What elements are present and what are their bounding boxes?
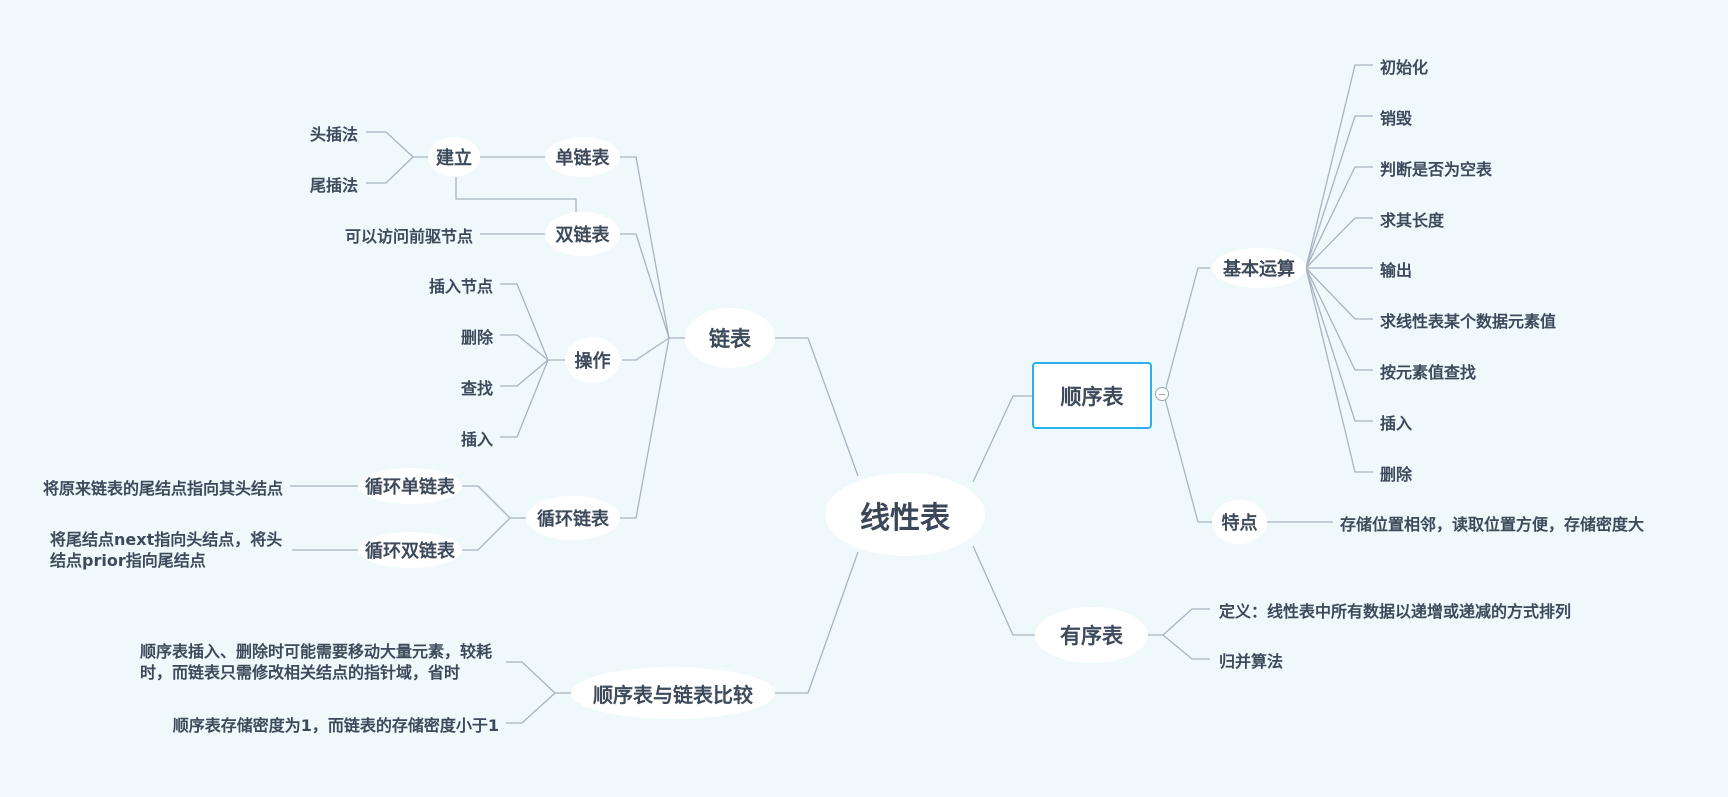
leaf-basic-op[interactable]: 销毁 — [1380, 109, 1413, 128]
subtopic-ops[interactable]: 操作 — [565, 337, 620, 383]
leaf-merge[interactable]: 归并算法 — [1219, 652, 1284, 671]
leaf-basic-op[interactable]: 输出 — [1380, 261, 1413, 280]
leaf-compare-2[interactable]: 顺序表存储密度为1，而链表的存储密度小于1 — [172, 716, 499, 735]
subtopic-build[interactable]: 建立 — [428, 137, 480, 177]
subtopic-circular-single[interactable]: 循环单链表 — [358, 468, 462, 504]
topic-compare[interactable]: 顺序表与链表比较 — [571, 667, 775, 719]
subtopic-features[interactable]: 特点 — [1212, 500, 1267, 544]
leaf-features-text[interactable]: 存储位置相邻，读取位置方便，存储密度大 — [1340, 515, 1645, 534]
topic-youxubiao[interactable]: 有序表 — [1035, 607, 1148, 663]
leaf-op[interactable]: 查找 — [460, 379, 493, 398]
leaf-compare-1[interactable]: 顺序表插入、删除时可能需要移动大量元素，较耗时，而链表只需修改相关结点的指针域，… — [140, 642, 493, 682]
leaf-circular-double-note[interactable]: 将尾结点next指向头结点，将头结点prior指向尾结点 — [50, 530, 283, 570]
leaf-tail-insert[interactable]: 尾插法 — [309, 176, 358, 195]
collapse-toggle-icon[interactable] — [1155, 387, 1169, 401]
leaf-double-note[interactable]: 可以访问前驱节点 — [344, 227, 473, 246]
leaf-op[interactable]: 删除 — [460, 328, 493, 347]
topic-shunxubiao[interactable]: 顺序表 — [1032, 362, 1152, 429]
leaf-basic-op[interactable]: 删除 — [1380, 465, 1413, 484]
subtopic-basic-ops[interactable]: 基本运算 — [1212, 248, 1306, 288]
root-topic[interactable]: 线性表 — [825, 473, 985, 556]
leaf-op[interactable]: 插入 — [460, 430, 493, 449]
leaf-basic-op[interactable]: 判断是否为空表 — [1380, 160, 1493, 179]
leaf-head-insert[interactable]: 头插法 — [309, 125, 358, 144]
leaf-basic-op[interactable]: 求线性表某个数据元素值 — [1380, 312, 1557, 331]
leaf-op[interactable]: 插入节点 — [428, 277, 493, 296]
subtopic-double-list[interactable]: 双链表 — [545, 212, 620, 256]
leaf-basic-op[interactable]: 插入 — [1380, 414, 1413, 433]
subtopic-single-list[interactable]: 单链表 — [545, 137, 620, 177]
topic-lianbiao[interactable]: 链表 — [685, 308, 775, 368]
leaf-definition[interactable]: 定义：线性表中所有数据以递增或递减的方式排列 — [1219, 602, 1572, 621]
subtopic-circular-list[interactable]: 循环链表 — [526, 496, 620, 540]
subtopic-circular-double[interactable]: 循环双链表 — [358, 532, 462, 568]
leaf-basic-op[interactable]: 初始化 — [1380, 58, 1429, 77]
leaf-basic-op[interactable]: 按元素值查找 — [1380, 363, 1477, 382]
leaf-basic-op[interactable]: 求其长度 — [1380, 211, 1445, 230]
leaf-circular-single-note[interactable]: 将原来链表的尾结点指向其头结点 — [42, 479, 283, 498]
